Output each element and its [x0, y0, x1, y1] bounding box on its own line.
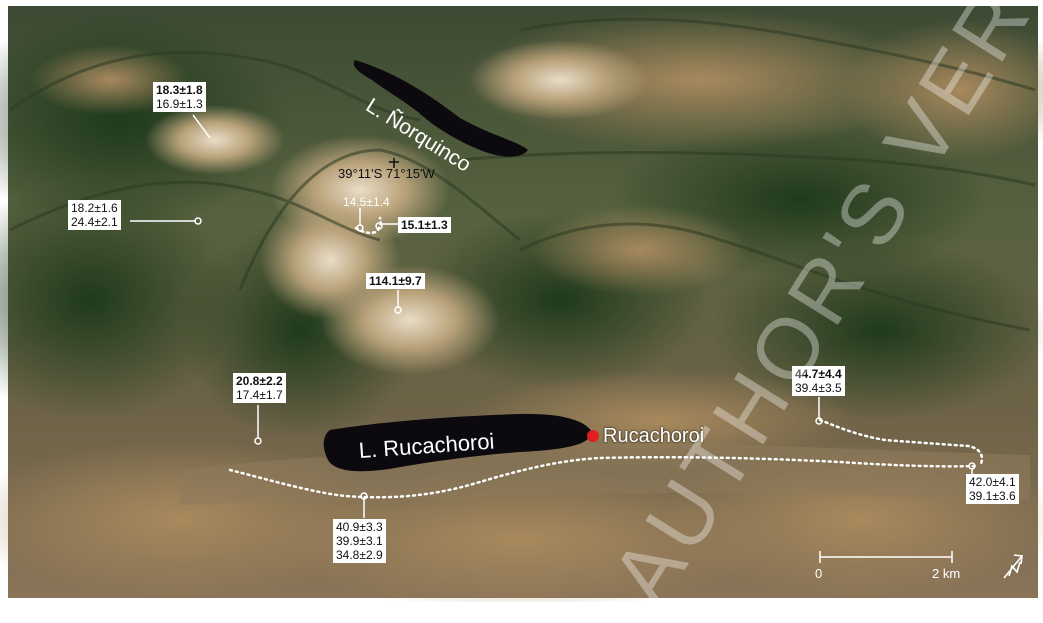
- scale-bar-start: 0: [815, 566, 823, 581]
- north-arrow-icon: [1003, 554, 1023, 579]
- scale-bar-end: 2 km: [932, 566, 961, 581]
- sample-label: 20.8±2.2 17.4±1.7: [233, 373, 286, 403]
- sample-label: 14.5±1.4: [343, 195, 390, 209]
- sample-leaders: [130, 114, 973, 518]
- terrain-map: [0, 6, 1043, 602]
- sample-label: 18.3±1.8 16.9±1.3: [153, 82, 206, 112]
- sample-label: 40.9±3.3 39.9±3.1 34.8±2.9: [333, 519, 386, 563]
- summit-coordinate: 39°11'S 71°15'W: [338, 166, 435, 181]
- sample-label: 114.1±9.7: [366, 273, 425, 289]
- sample-label: 44.7±4.4 39.4±3.5: [792, 366, 845, 396]
- lake-rucachoroi: [323, 413, 592, 472]
- sample-label: 18.2±1.6 24.4±2.1: [68, 200, 121, 230]
- sample-label: 15.1±1.3: [398, 217, 451, 233]
- summit-cross-icon: [389, 158, 399, 168]
- town-label-rucachoroi: Rucachoroi: [603, 425, 705, 447]
- terrain-shading: [0, 10, 1043, 602]
- scale-bar: [819, 551, 953, 563]
- town-marker-icon: [587, 430, 599, 442]
- sample-points: [194, 217, 976, 500]
- sample-label: 42.0±4.1 39.1±3.6: [966, 474, 1019, 504]
- lake-norquinco: [353, 60, 528, 157]
